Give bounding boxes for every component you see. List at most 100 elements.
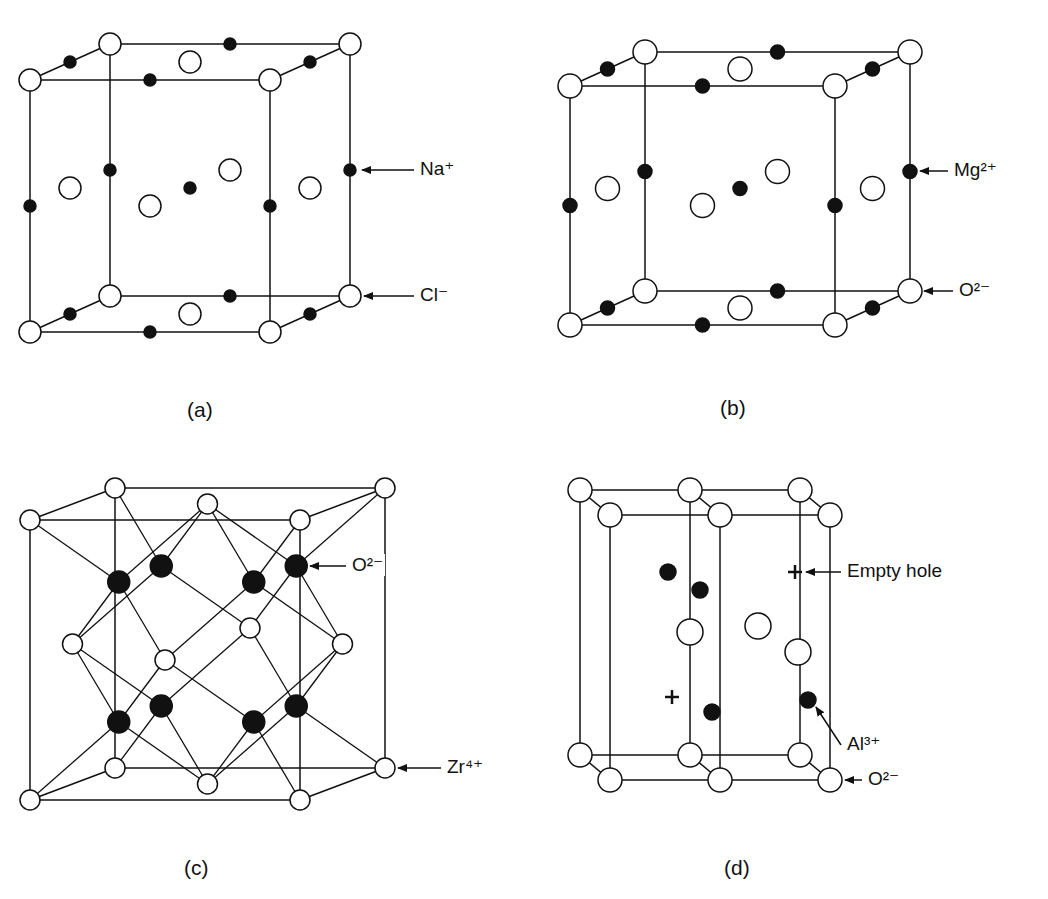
anion-atom [219, 159, 241, 181]
oxygen-atom [108, 571, 130, 593]
anion-atom [898, 279, 922, 303]
cation-atom [264, 200, 276, 212]
anion-atom [558, 313, 582, 337]
cell-edge [30, 799, 300, 801]
cation-atom [771, 45, 785, 59]
cell-edge [799, 490, 801, 755]
cation-atom [696, 318, 710, 332]
leader-line [816, 707, 841, 745]
oxygen-atom [678, 743, 702, 767]
oxygen-atom [598, 503, 622, 527]
cell-edge [270, 44, 350, 80]
oxygen-atom [818, 768, 842, 792]
anion-atom [259, 321, 281, 343]
leader-line [362, 169, 414, 171]
zirconium-atom [290, 510, 310, 530]
bond-line [165, 660, 254, 722]
leader-lines [310, 170, 953, 780]
cation-atom [144, 74, 156, 86]
bond-line [165, 582, 254, 660]
cell-edge [30, 768, 115, 800]
zirconium-atom [375, 758, 395, 778]
bond-line [208, 706, 297, 784]
bond-line [250, 628, 296, 706]
ion-label: O²⁻ [866, 768, 901, 790]
ion-label: Al³⁺ [845, 733, 882, 755]
cation-atom [144, 326, 156, 338]
bond-line [254, 722, 300, 800]
zirconium-atom [290, 790, 310, 810]
anion-atom [766, 160, 790, 184]
oxygen-atom [678, 478, 702, 502]
cation-atom [224, 38, 236, 50]
cell-edge [609, 515, 611, 780]
bond-line [73, 566, 162, 644]
anion-atom [898, 40, 922, 64]
panel-caption: (d) [722, 856, 752, 880]
cation-atom [866, 301, 880, 315]
anion-atom [823, 74, 847, 98]
oxygen-atom [785, 639, 811, 665]
anion-atom [823, 313, 847, 337]
cation-atom [601, 301, 615, 315]
cation-atom [64, 56, 76, 68]
ion-label: Cl⁻ [418, 284, 450, 306]
anion-atom [59, 177, 81, 199]
cell-edge [30, 44, 110, 80]
cell-edge [30, 488, 115, 520]
cell-edge [29, 520, 31, 800]
oxygen-atom [745, 613, 771, 639]
oxygen-atom [598, 768, 622, 792]
empty-hole-mark [794, 565, 797, 579]
oxygen-atom [708, 768, 732, 792]
anion-atom [179, 51, 201, 73]
anion-atom [299, 177, 321, 199]
zirconium-atom [198, 494, 218, 514]
cation-atom [696, 79, 710, 93]
cation-atom [771, 284, 785, 298]
oxygen-atom [243, 571, 265, 593]
anion-atom [558, 74, 582, 98]
zirconium-atom [20, 790, 40, 810]
anion-atom [633, 40, 657, 64]
cell-edge [384, 488, 386, 768]
leader-line [806, 571, 841, 573]
anion-atom [139, 195, 161, 217]
leader-line [845, 779, 862, 781]
cell-edge [579, 490, 581, 755]
leader-line [924, 290, 953, 292]
oxygen-atom [285, 555, 307, 577]
cell-edge [829, 515, 831, 780]
panel-caption: (a) [185, 398, 215, 422]
anion-atom [339, 33, 361, 55]
cation-atom [304, 56, 316, 68]
empty-hole-mark [671, 690, 674, 704]
cation-atom [104, 164, 116, 176]
leader-line [920, 170, 948, 172]
bond-line [296, 566, 342, 644]
oxygen-atom [677, 619, 703, 645]
oxygen-atom [818, 503, 842, 527]
aluminium-atom [660, 564, 676, 580]
leader-line [310, 565, 346, 567]
cell-edge [30, 519, 300, 521]
oxygen-atom [285, 695, 307, 717]
oxygen-atom [788, 478, 812, 502]
cation-atom [224, 290, 236, 302]
zirconium-atom [105, 758, 125, 778]
bond-line [296, 706, 385, 768]
zirconium-atom [105, 478, 125, 498]
oxygen-atom [108, 711, 130, 733]
anion-atom [19, 321, 41, 343]
oxygen-atom [708, 503, 732, 527]
aluminium-atom [692, 582, 708, 598]
cation-atom [638, 165, 652, 179]
anion-atom [339, 285, 361, 307]
cell-edge [30, 296, 110, 332]
bond-line [161, 706, 207, 784]
bond-line [254, 582, 343, 644]
cell-edge [300, 488, 385, 520]
cation-atom [64, 308, 76, 320]
lattice-group [19, 33, 922, 810]
